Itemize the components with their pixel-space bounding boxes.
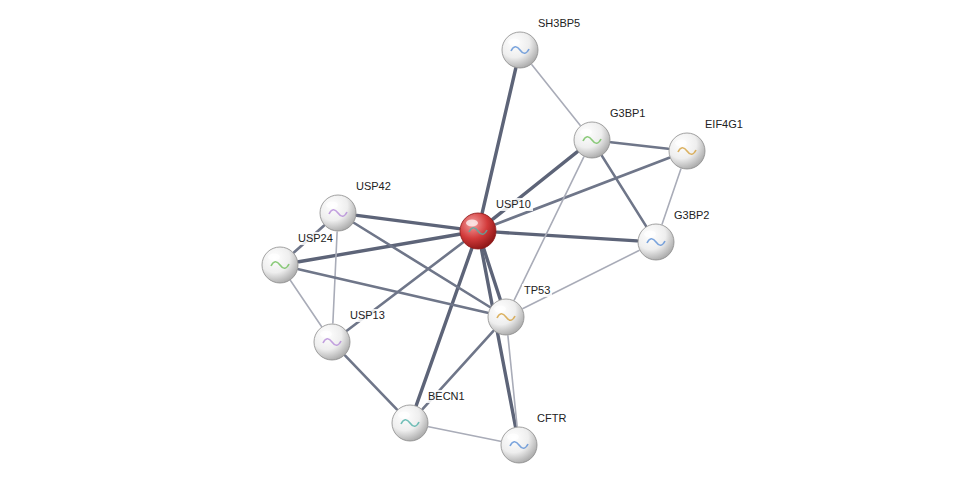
structure-icon [469, 228, 487, 235]
sphere-outline [314, 324, 350, 360]
sphere-highlight [507, 434, 519, 441]
sphere-highlight [268, 254, 280, 261]
protein-node: USP24 [261, 246, 299, 284]
protein-sphere [313, 323, 351, 361]
sphere-highlight [494, 306, 506, 313]
protein-label: USP24 [296, 232, 335, 245]
structure-icon [271, 262, 289, 269]
interaction-edge [497, 232, 637, 241]
sphere-highlight [466, 220, 478, 227]
protein-sphere [319, 194, 357, 232]
protein-label: BECN1 [426, 390, 467, 403]
protein-label: TP53 [522, 284, 552, 297]
protein-sphere [637, 223, 675, 261]
interaction-edge [523, 250, 639, 308]
protein-sphere [459, 212, 497, 250]
interaction-edge [496, 158, 670, 224]
protein-node: G3BP2 [637, 223, 675, 261]
protein-label: G3BP2 [672, 209, 711, 222]
protein-node: USP10 [459, 212, 497, 250]
sphere-highlight [580, 129, 592, 136]
protein-node: TP53 [487, 298, 525, 336]
protein-sphere [500, 426, 538, 464]
sphere-outline [669, 133, 705, 169]
sphere-outline [320, 195, 356, 231]
interaction-edge [357, 215, 459, 228]
interaction-edge [602, 156, 646, 226]
structure-icon [323, 339, 341, 346]
protein-label: SH3BP5 [536, 17, 582, 30]
protein-node: SH3BP5 [501, 31, 539, 69]
interaction-edge [482, 69, 515, 213]
protein-sphere [501, 31, 539, 69]
protein-label: USP13 [348, 309, 387, 322]
interaction-edge [611, 142, 668, 149]
sphere-outline [574, 122, 610, 158]
sphere-outline [460, 213, 496, 249]
sphere-outline [488, 299, 524, 335]
sphere-outline [262, 247, 298, 283]
protein-label: G3BP1 [608, 107, 647, 120]
sphere-highlight [398, 412, 410, 419]
protein-node: USP13 [313, 323, 351, 361]
sphere-highlight [320, 331, 332, 338]
protein-node: BECN1 [391, 404, 429, 442]
structure-icon [583, 137, 601, 144]
protein-sphere [573, 121, 611, 159]
interaction-edge [532, 65, 580, 125]
protein-label: CFTR [535, 412, 568, 425]
structure-icon [511, 47, 529, 54]
interaction-edge [299, 269, 488, 312]
sphere-outline [392, 405, 428, 441]
protein-label: USP42 [354, 180, 393, 193]
structure-icon [678, 148, 696, 155]
sphere-outline [502, 32, 538, 68]
protein-sphere [487, 298, 525, 336]
protein-node: CFTR [500, 426, 538, 464]
interaction-edge [416, 249, 471, 405]
protein-sphere [261, 246, 299, 284]
interaction-edge [429, 427, 501, 441]
structure-icon [647, 239, 665, 246]
protein-node: USP42 [319, 194, 357, 232]
sphere-highlight [508, 39, 520, 46]
interaction-edge [514, 157, 583, 300]
structure-icon [497, 314, 515, 321]
protein-label: EIF4G1 [703, 118, 745, 131]
protein-sphere [391, 404, 429, 442]
structure-icon [329, 210, 347, 217]
sphere-outline [501, 427, 537, 463]
sphere-highlight [675, 140, 687, 147]
protein-node: G3BP1 [573, 121, 611, 159]
protein-sphere [668, 132, 706, 170]
protein-node: EIF4G1 [668, 132, 706, 170]
interaction-edge [423, 331, 493, 409]
sphere-outline [638, 224, 674, 260]
sphere-highlight [326, 202, 338, 209]
interaction-edge [291, 281, 322, 327]
interaction-edge [508, 336, 517, 426]
protein-label: USP10 [494, 198, 533, 211]
sphere-highlight [644, 231, 656, 238]
structure-icon [510, 442, 528, 449]
structure-icon [401, 420, 419, 427]
interaction-edge [345, 356, 397, 410]
